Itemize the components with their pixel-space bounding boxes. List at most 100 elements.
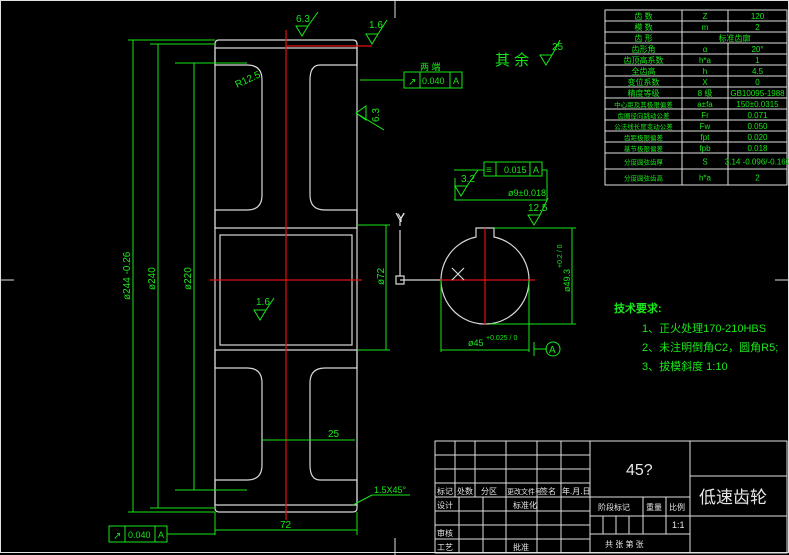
dimensions: ø244 -0.26 ø240 ø220 ø72 72 25 1.5X45° R… — [122, 39, 410, 535]
param-symbol: h*a — [699, 56, 712, 65]
scale-value: 1:1 — [672, 520, 685, 530]
dim-hub-diameter: ø72 — [376, 267, 387, 285]
param-value: 0 — [755, 78, 760, 87]
param-name: 中心距及其极限偏差 — [614, 100, 673, 109]
svg-text:0.040: 0.040 — [422, 76, 445, 86]
svg-text:分区: 分区 — [481, 487, 497, 496]
param-value: 120 — [751, 12, 765, 21]
param-symbol: α — [703, 45, 708, 54]
param-name: 精度等级 — [628, 88, 660, 98]
param-symbol: Fw — [700, 122, 711, 131]
svg-text:签名: 签名 — [540, 486, 556, 496]
param-row: 齿顶高系数 h*a 1 — [624, 55, 761, 65]
param-value: 2 — [755, 174, 760, 183]
param-name: 齿 数 — [634, 11, 652, 21]
svg-text:处数: 处数 — [457, 486, 473, 496]
svg-text:Y: Y — [397, 211, 405, 225]
ucs-icon — [395, 212, 440, 285]
param-name: 齿顶高系数 — [624, 55, 664, 65]
param-value: 150±0.0315 — [736, 100, 779, 109]
param-name: 公法线长度变动公差 — [614, 122, 673, 131]
param-row: 齿 数 Z 120 — [634, 11, 764, 21]
dim-chamfer: 1.5X45° — [374, 485, 407, 495]
svg-text:年.月.日: 年.月.日 — [562, 486, 590, 496]
dim-web-diameter: ø220 — [183, 267, 194, 290]
svg-text:工艺: 工艺 — [437, 543, 453, 552]
param-symbol: a±fa — [697, 100, 713, 109]
dim-tip-diameter: ø244 -0.26 — [122, 251, 133, 300]
dim-root-diameter: ø240 — [147, 267, 158, 290]
param-symbol: S — [702, 158, 707, 167]
param-name: 齿 形 — [634, 34, 652, 43]
param-value: 3.14 -0.096/-0.160 — [725, 158, 789, 167]
tech-req-item: 1、正火处理170-210HBS — [642, 322, 766, 335]
svg-text:↗: ↗ — [113, 531, 121, 542]
svg-text:两 端: 两 端 — [420, 61, 441, 72]
roughness-symbols: 6.3 1.6 6.3 1.6 3.2 12.5 其 余 25 — [253, 11, 564, 321]
param-row: 分度圆弦齿厚 S 3.14 -0.096/-0.160 — [624, 158, 789, 167]
drawing-title: 低速齿轮 — [699, 488, 767, 507]
svg-text:↗: ↗ — [408, 77, 416, 88]
param-value: 标准齿廓 — [719, 33, 751, 43]
svg-text:0.040: 0.040 — [128, 530, 151, 540]
svg-text:审核: 审核 — [437, 528, 453, 538]
svg-text:1.6: 1.6 — [369, 20, 383, 31]
param-name: 分度圆弦齿高 — [624, 174, 664, 183]
symmetry-tolerance: ≡ 0.015 A ø9±0.018 — [454, 161, 548, 201]
gear-section-view — [210, 30, 372, 520]
param-symbol: fpt — [701, 133, 711, 142]
svg-text:6.3: 6.3 — [371, 108, 382, 122]
dim-width: 72 — [280, 520, 292, 531]
svg-text:重量: 重量 — [646, 502, 662, 512]
svg-text:6.3: 6.3 — [296, 14, 310, 25]
param-name: 全齿高 — [632, 66, 656, 76]
param-symbol: Z — [703, 12, 708, 21]
param-symbol: X — [702, 78, 708, 87]
param-row: 中心距及其极限偏差 a±fa 150±0.0315 — [614, 100, 779, 109]
remaining-roughness-value: 25 — [552, 42, 564, 53]
param-symbol: 8 级 — [698, 88, 713, 98]
param-value: 0.050 — [747, 122, 768, 131]
param-row: 分度圆弦齿高 h*a 2 — [624, 174, 760, 183]
param-symbol: h*a — [699, 174, 712, 183]
svg-text:+0.025 / 0: +0.025 / 0 — [486, 335, 517, 342]
datum-a-symbol — [545, 341, 561, 357]
runout-tolerance-top: ↗ 0.040 A 两 端 — [360, 61, 463, 89]
gear-outline — [214, 39, 358, 513]
svg-text:A: A — [453, 76, 459, 86]
param-row: 公法线长度变动公差 Fw 0.050 — [614, 122, 768, 131]
svg-text:设计: 设计 — [437, 500, 453, 510]
param-name: 变位系数 — [628, 77, 660, 87]
runout-tolerance-bottom: ↗ 0.040 A — [108, 525, 215, 543]
param-value: 20° — [751, 45, 763, 54]
material: 45? — [626, 462, 653, 479]
param-name: 模 数 — [634, 22, 652, 32]
svg-text:更改文件号: 更改文件号 — [507, 487, 542, 496]
tech-req-item: 2、未注明倒角C2，圆角R5; — [642, 340, 778, 354]
tech-req-item: 3、拔模斜度 1:10 — [642, 359, 728, 373]
param-name: 分度圆弦齿厚 — [624, 158, 664, 167]
svg-text:+0.2 / 0: +0.2 / 0 — [557, 244, 564, 268]
param-value: 0.018 — [747, 144, 768, 153]
svg-text:≡: ≡ — [486, 165, 492, 176]
dim-fillet: R12.5 — [234, 69, 263, 90]
tech-req-title: 技术要求: — [614, 301, 662, 315]
param-name: 齿距极限偏差 — [624, 133, 664, 142]
remaining-roughness-label: 其 余 — [495, 51, 529, 69]
param-value: 1 — [755, 56, 760, 65]
param-name: 基节极限偏差 — [624, 144, 664, 153]
dim-keyway-width: ø9±0.018 — [508, 188, 546, 198]
title-block: 标记 处数 分区 更改文件号 签名 年.月.日 设计 标准化 审核 工艺 批准 … — [434, 440, 788, 554]
svg-text:共 张 第 张: 共 张 第 张 — [605, 539, 644, 549]
param-value: 2 — [755, 23, 760, 32]
svg-text:A: A — [158, 530, 164, 540]
param-symbol: Fr — [701, 111, 709, 120]
svg-text:批准: 批准 — [513, 542, 529, 552]
param-row: 齿 形 标准齿廓 — [634, 33, 750, 43]
